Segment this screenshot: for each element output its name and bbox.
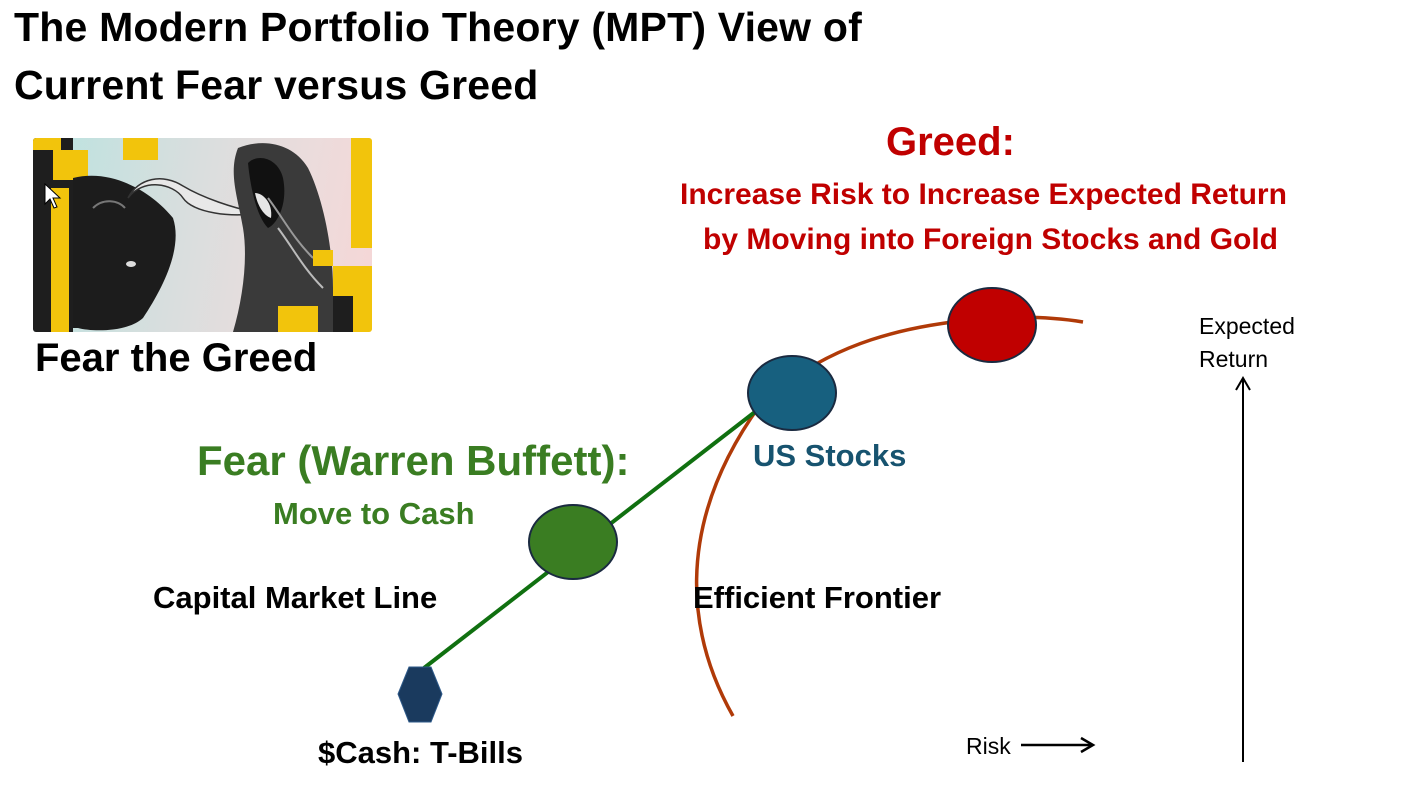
page-title-line-2: Current Fear versus Greed [14, 62, 539, 108]
us-stocks-node [747, 355, 837, 431]
y-axis-label-line-1: Expected [1199, 313, 1295, 339]
greed-node [947, 287, 1037, 363]
fear-node [528, 504, 618, 580]
greed-description-line-1: Increase Risk to Increase Expected Retur… [680, 178, 1287, 211]
bull-bear-illustration-icon [33, 138, 372, 332]
image-caption: Fear the Greed [35, 336, 318, 380]
x-axis-label: Risk [966, 733, 1011, 759]
us-stocks-label: US Stocks [753, 438, 907, 473]
bull-bear-image [33, 138, 372, 332]
greed-heading: Greed: [886, 120, 1015, 164]
cash-tbills-label: $Cash: T-Bills [318, 735, 523, 770]
page-title-line-1: The Modern Portfolio Theory (MPT) View o… [14, 4, 862, 50]
up-arrow-icon [1235, 376, 1251, 391]
right-arrow-icon [1080, 736, 1096, 754]
capital-market-line-label: Capital Market Line [153, 580, 438, 615]
fear-heading: Fear (Warren Buffett): [197, 437, 630, 484]
efficient-frontier-label: Efficient Frontier [693, 580, 942, 615]
fear-subheading: Move to Cash [273, 496, 475, 531]
cash-node-hexagon [397, 666, 443, 723]
y-axis-label-line-2: Return [1199, 346, 1269, 372]
greed-description-line-2: by Moving into Foreign Stocks and Gold [703, 223, 1279, 256]
